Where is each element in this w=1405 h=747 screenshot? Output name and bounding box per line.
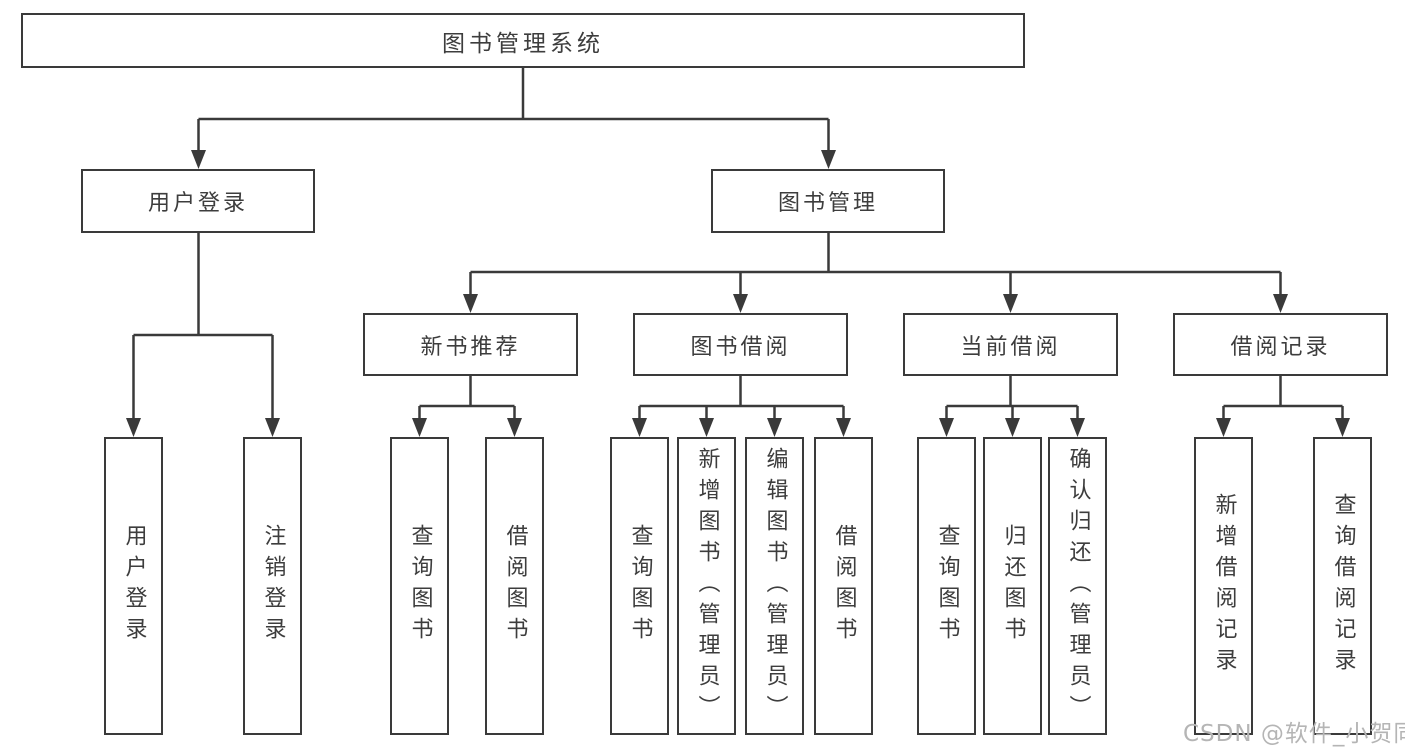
leaf-return-book: 归还图书: [983, 437, 1042, 735]
watermark: CSDN @软件_小贺同学: [1183, 721, 1405, 747]
leaf-user-login: 用户登录: [104, 437, 163, 735]
leaf-add-borrow-record: 新增借阅记录: [1194, 437, 1253, 735]
node-current-borrow: 当前借阅: [903, 313, 1118, 376]
leaf-query-book-newrec: 查询图书: [390, 437, 449, 735]
node-book-borrow: 图书借阅: [633, 313, 848, 376]
leaf-query-borrow-record: 查询借阅记录: [1313, 437, 1372, 735]
leaf-borrow-book-2: 借阅图书: [814, 437, 873, 735]
node-new-book-rec: 新书推荐: [363, 313, 578, 376]
node-root: 图书管理系统: [21, 13, 1025, 68]
leaf-add-book-admin: 新增图书（管理员）: [677, 437, 736, 735]
node-user-login: 用户登录: [81, 169, 315, 233]
leaf-borrow-book-newrec: 借阅图书: [485, 437, 544, 735]
leaf-query-book-borrow: 查询图书: [610, 437, 669, 735]
node-book-mgmt: 图书管理: [711, 169, 945, 233]
leaf-edit-book-admin: 编辑图书（管理员）: [745, 437, 804, 735]
leaf-logout: 注销登录: [243, 437, 302, 735]
leaf-query-book-current: 查询图书: [917, 437, 976, 735]
node-borrow-record: 借阅记录: [1173, 313, 1388, 376]
leaf-confirm-return-admin: 确认归还（管理员）: [1048, 437, 1107, 735]
